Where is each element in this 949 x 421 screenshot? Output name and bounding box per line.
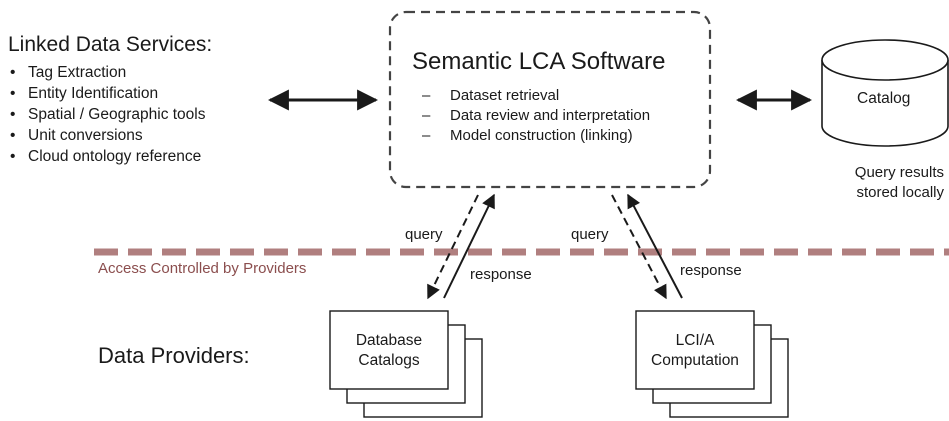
semantic-lca-list: Dataset retrieval Data review and interp… [422, 86, 650, 146]
query-label-right: query [571, 226, 609, 243]
service-item: Spatial / Geographic tools [10, 104, 206, 125]
database-catalogs-stack [329, 310, 483, 418]
database-catalogs-line1: Database [355, 332, 423, 349]
query-results-line2: stored locally [856, 184, 944, 201]
query-label-left: query [405, 226, 443, 243]
database-catalogs-label: Database Catalogs [330, 331, 448, 371]
linked-services-title: Linked Data Services: [8, 33, 213, 56]
catalog-label: Catalog [857, 90, 911, 107]
response-arrow-right [627, 193, 683, 299]
data-providers-title: Data Providers: [98, 343, 250, 368]
response-label-left: response [470, 266, 532, 283]
semantic-item: Dataset retrieval [422, 86, 650, 106]
semantic-item: Model construction (linking) [422, 126, 650, 146]
query-arrow-right [611, 194, 667, 300]
service-item: Unit conversions [10, 125, 206, 146]
query-arrow-left [427, 194, 479, 300]
semantic-lca-box [388, 10, 712, 189]
response-arrow-left [443, 193, 495, 299]
lcia-computation-line2: Computation [651, 352, 739, 369]
catalog-cylinder [821, 39, 949, 147]
lcia-computation-line1: LCI/A [675, 332, 715, 349]
semantic-lca-title: Semantic LCA Software [412, 48, 666, 75]
access-controlled-label: Access Controlled by Providers [98, 260, 307, 277]
query-results-line1: Query results [854, 164, 944, 181]
linked-services-list: Tag Extraction Entity Identification Spa… [10, 62, 206, 167]
database-catalogs-line2: Catalogs [358, 352, 420, 369]
service-item: Cloud ontology reference [10, 146, 206, 167]
lcia-computation-stack [635, 310, 789, 418]
service-item: Entity Identification [10, 83, 206, 104]
response-label-right: response [680, 262, 742, 279]
semantic-item: Data review and interpretation [422, 106, 650, 126]
service-item: Tag Extraction [10, 62, 206, 83]
lcia-computation-label: LCI/A Computation [636, 331, 754, 371]
query-results-note: Query results stored locally [824, 163, 944, 203]
